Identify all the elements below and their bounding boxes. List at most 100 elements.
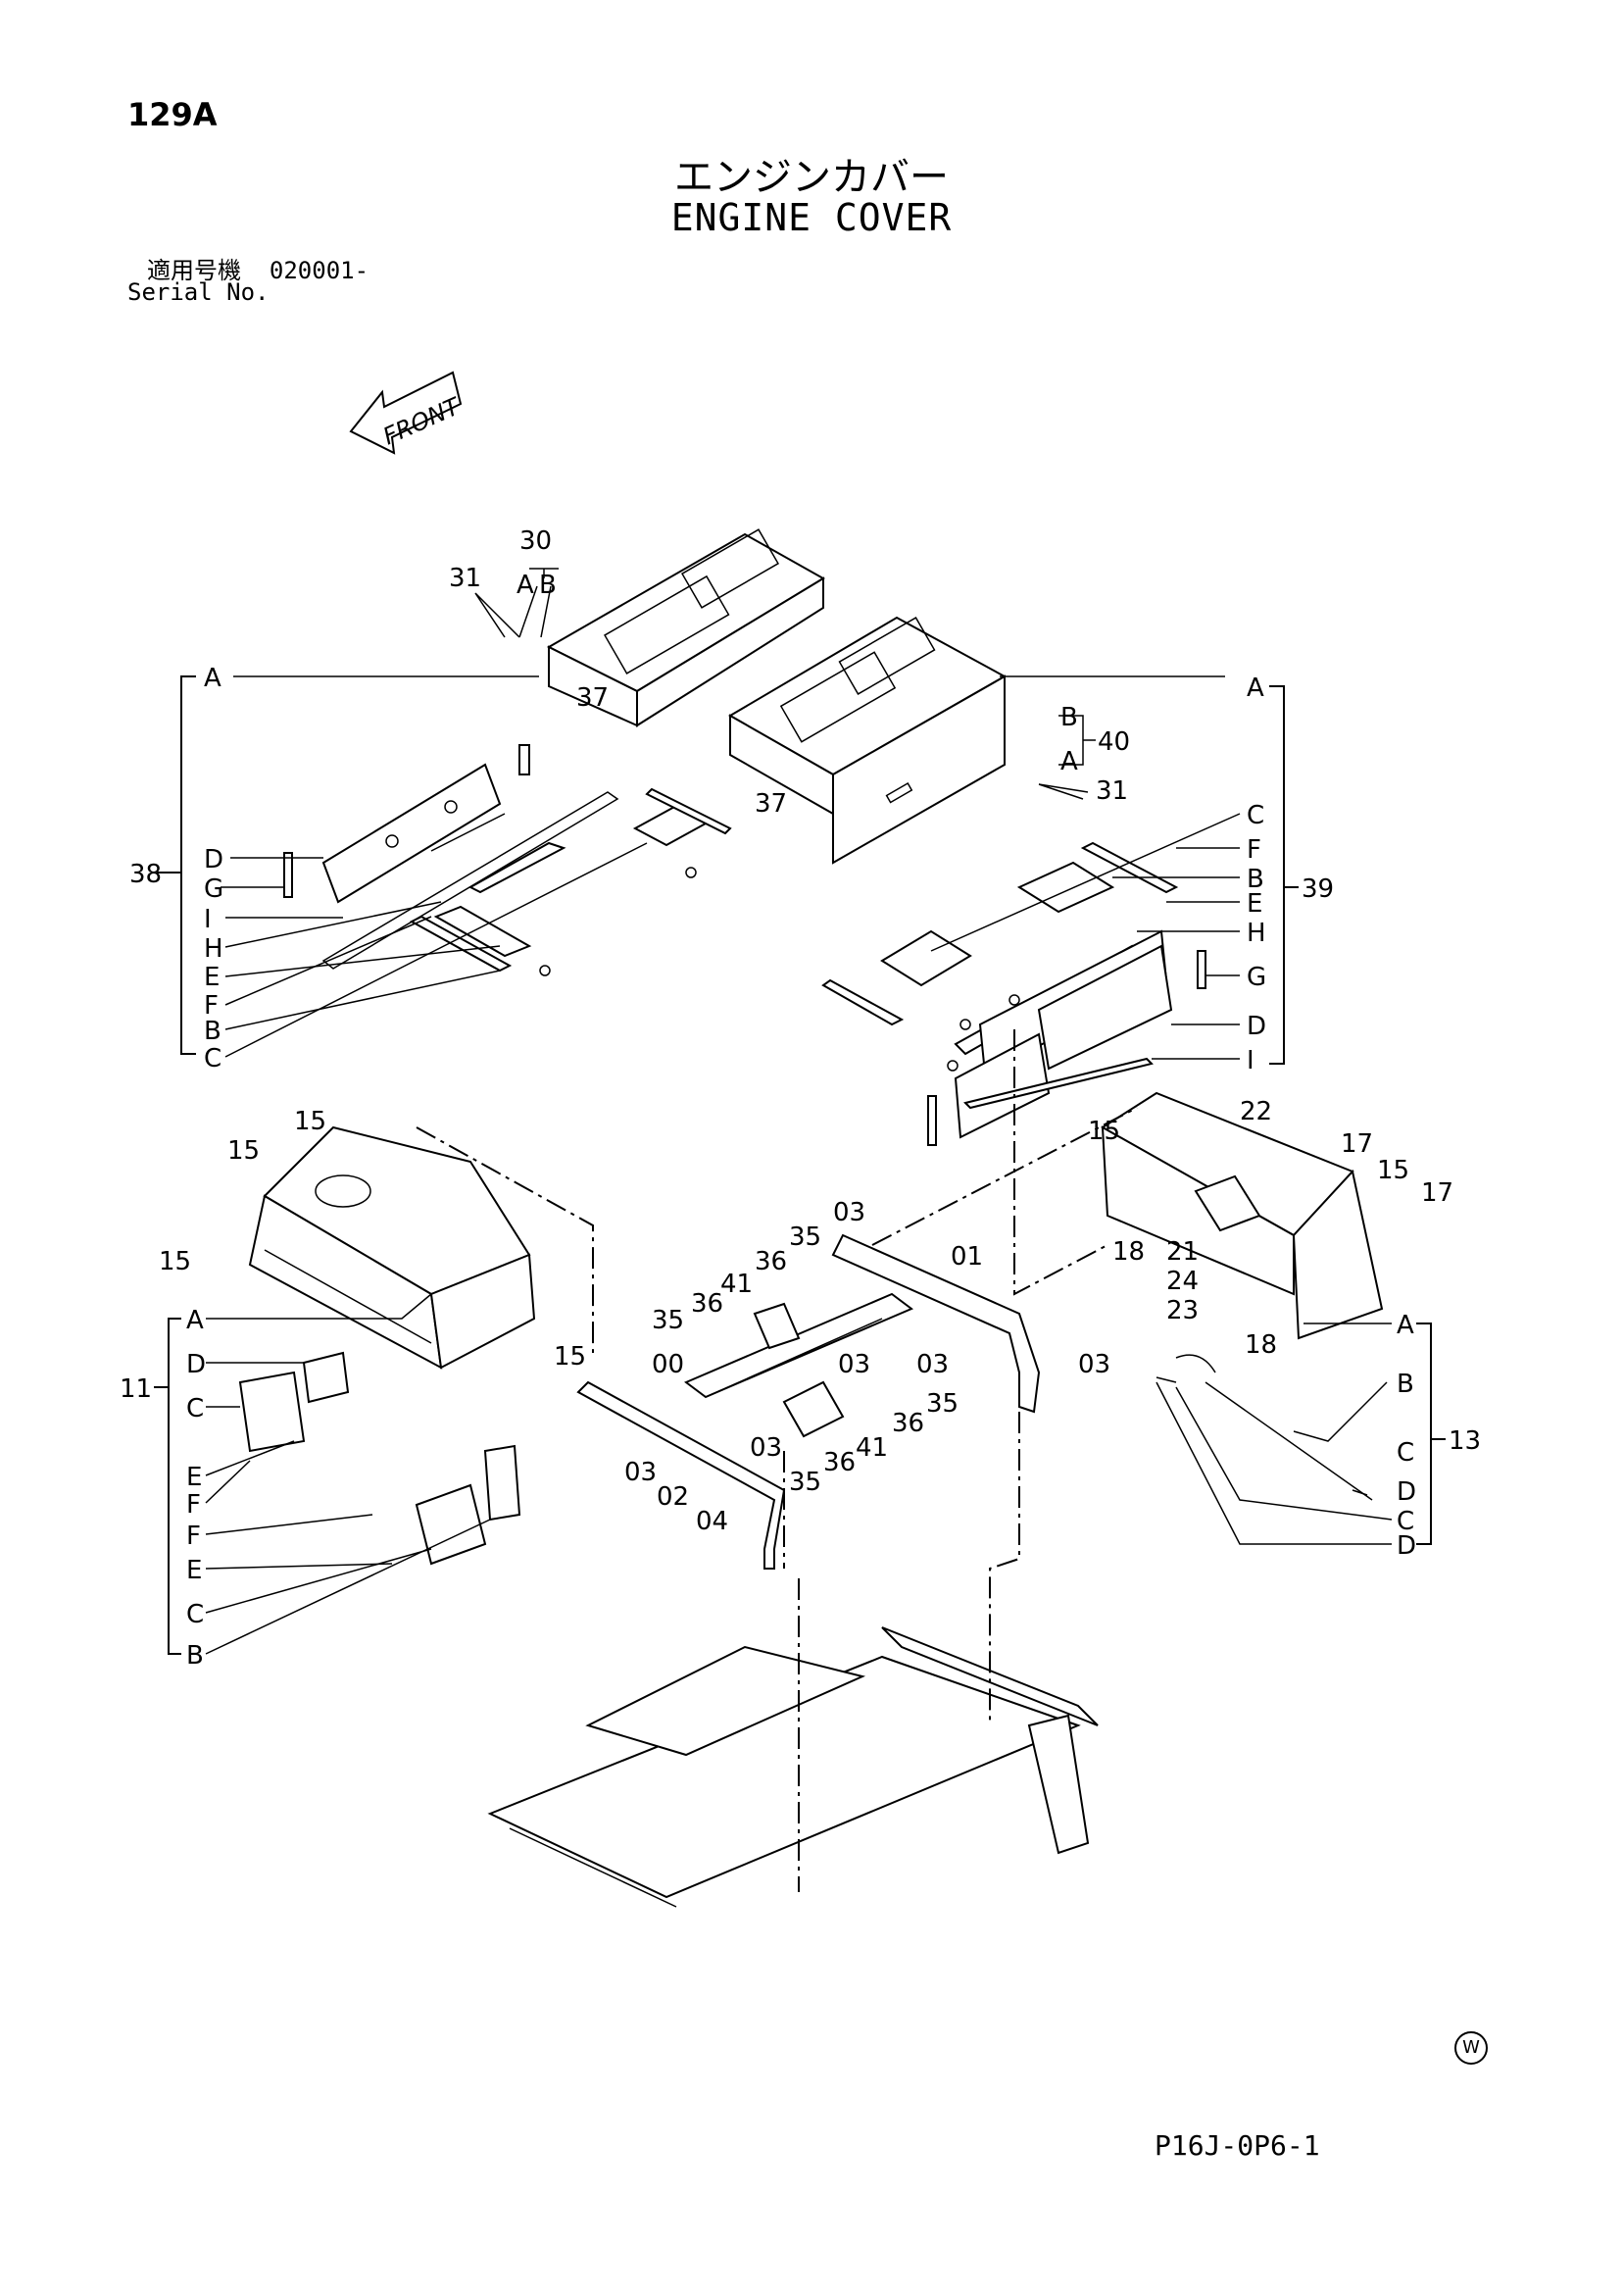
g38-letter-c: C <box>204 1044 221 1073</box>
side-cover-13 <box>1101 1091 1384 1501</box>
title-japanese: エンジンカバー <box>674 155 949 200</box>
serial-label-en: Serial No. <box>127 278 270 306</box>
g11-letter-f2: F <box>186 1522 201 1551</box>
bracket-group-39: 39 <box>1269 685 1334 1065</box>
callout-03a: 03 <box>833 1198 865 1227</box>
callout-03e: 03 <box>624 1458 657 1487</box>
callout-15f: 15 <box>1377 1156 1409 1185</box>
g39-letter-c: C <box>1247 801 1264 830</box>
callout-18b: 18 <box>1245 1330 1277 1360</box>
callout-36b: 36 <box>691 1289 723 1319</box>
callout-40b: B <box>1060 703 1078 732</box>
g38-letter-b: B <box>204 1017 221 1046</box>
callout-00: 00 <box>652 1350 684 1379</box>
serial-label-jp: 適用号機 <box>147 257 241 284</box>
callout-30b: B <box>539 571 557 600</box>
reference-lines <box>416 1029 1138 1892</box>
callout-35c: 35 <box>926 1389 959 1419</box>
callout-13: 13 <box>1449 1426 1481 1456</box>
g39-letter-i: I <box>1247 1046 1254 1075</box>
callout-21: 21 <box>1166 1237 1199 1267</box>
g13-letter-d: D <box>1397 1477 1416 1507</box>
callout-37b: 37 <box>755 789 787 819</box>
side-cover-11 <box>238 1125 536 1566</box>
g11-letter-a: A <box>186 1306 204 1335</box>
front-label: FRONT <box>379 392 466 451</box>
callout-22: 22 <box>1240 1097 1272 1126</box>
callout-40a: A <box>1060 747 1078 776</box>
callout-35d: 35 <box>789 1468 821 1497</box>
serial-range: 020001- <box>269 257 369 284</box>
front-arrow: FRONT <box>349 371 466 455</box>
g39-letter-e: E <box>1247 889 1262 919</box>
callout-41a: 41 <box>720 1270 753 1299</box>
callout-18a: 18 <box>1112 1237 1145 1267</box>
callout-17b: 17 <box>1421 1178 1453 1208</box>
callout-30: 30 <box>519 526 552 556</box>
callout-03f: 03 <box>838 1350 870 1379</box>
g39-letter-f: F <box>1247 835 1261 865</box>
callout-38: 38 <box>129 860 162 889</box>
leader-lines <box>205 675 1393 1655</box>
callout-04: 04 <box>696 1507 728 1536</box>
g38-letter-h: H <box>204 934 223 964</box>
g39-letter-g: G <box>1247 963 1266 992</box>
g13-letter-c: C <box>1397 1438 1414 1468</box>
callout-03d: 03 <box>750 1433 782 1463</box>
callout-11: 11 <box>120 1374 152 1404</box>
callout-23: 23 <box>1166 1296 1199 1325</box>
callout-31b: 31 <box>1096 776 1128 806</box>
callout-17a: 17 <box>1341 1129 1373 1159</box>
bracket-group-13: 13 <box>1416 1323 1481 1545</box>
callout-15d: 15 <box>554 1342 586 1372</box>
callout-39: 39 <box>1302 874 1334 904</box>
frame-assembly <box>576 1233 1041 1570</box>
g11-letter-e2: E <box>186 1556 202 1585</box>
watermark-circle-w: W <box>1454 2031 1488 2065</box>
callout-15c: 15 <box>159 1247 191 1276</box>
callout-35b: 35 <box>652 1306 684 1335</box>
g39-letter-b: B <box>1247 865 1264 894</box>
callout-30a: A <box>516 571 534 600</box>
callout-03b: 03 <box>916 1350 949 1379</box>
top-cover-left <box>546 528 825 727</box>
top-cover-right <box>728 616 1008 865</box>
g11-letter-f: F <box>186 1490 201 1520</box>
bracket-group-38: 38 <box>129 675 196 1055</box>
g39-letter-h: H <box>1247 919 1266 948</box>
g38-letter-i: I <box>204 905 212 934</box>
callout-36d: 36 <box>823 1448 856 1477</box>
serial-applicability: 適用号機 020001- <box>147 251 369 285</box>
callout-15e: 15 <box>1088 1117 1120 1146</box>
panel-set-39 <box>821 841 1206 1146</box>
g11-letter-c: C <box>186 1394 204 1423</box>
document-code: P16J-0P6-1 <box>1155 2129 1320 2162</box>
g13-letter-d2: D <box>1397 1531 1416 1561</box>
callout-01: 01 <box>951 1242 983 1272</box>
callout-37a: 37 <box>576 683 609 713</box>
g11-letter-e: E <box>186 1463 202 1492</box>
g39-letter-a: A <box>1247 674 1264 703</box>
page-number: 129A <box>127 96 218 133</box>
title-english: ENGINE COVER <box>670 196 953 239</box>
g38-letter-e: E <box>204 963 220 992</box>
g39-letter-d: D <box>1247 1012 1266 1041</box>
g13-letter-c2: C <box>1397 1507 1414 1536</box>
callout-02: 02 <box>657 1482 689 1512</box>
callout-40: 40 <box>1098 727 1130 757</box>
g13-letter-b: B <box>1397 1370 1414 1399</box>
callout-35a: 35 <box>789 1223 821 1252</box>
callout-31a: 31 <box>449 564 481 593</box>
g11-letter-c2: C <box>186 1600 204 1629</box>
g38-letter-f: F <box>204 991 219 1021</box>
callout-15b: 15 <box>227 1136 260 1166</box>
g38-letter-a: A <box>204 664 221 693</box>
panel-set-38 <box>283 744 732 976</box>
g11-letter-d: D <box>186 1350 206 1379</box>
bracket-group-11: 11 <box>120 1318 181 1655</box>
callout-36a: 36 <box>755 1247 787 1276</box>
g13-letter-a: A <box>1397 1311 1414 1340</box>
g38-letter-g: G <box>204 874 223 904</box>
callout-24: 24 <box>1166 1267 1199 1296</box>
